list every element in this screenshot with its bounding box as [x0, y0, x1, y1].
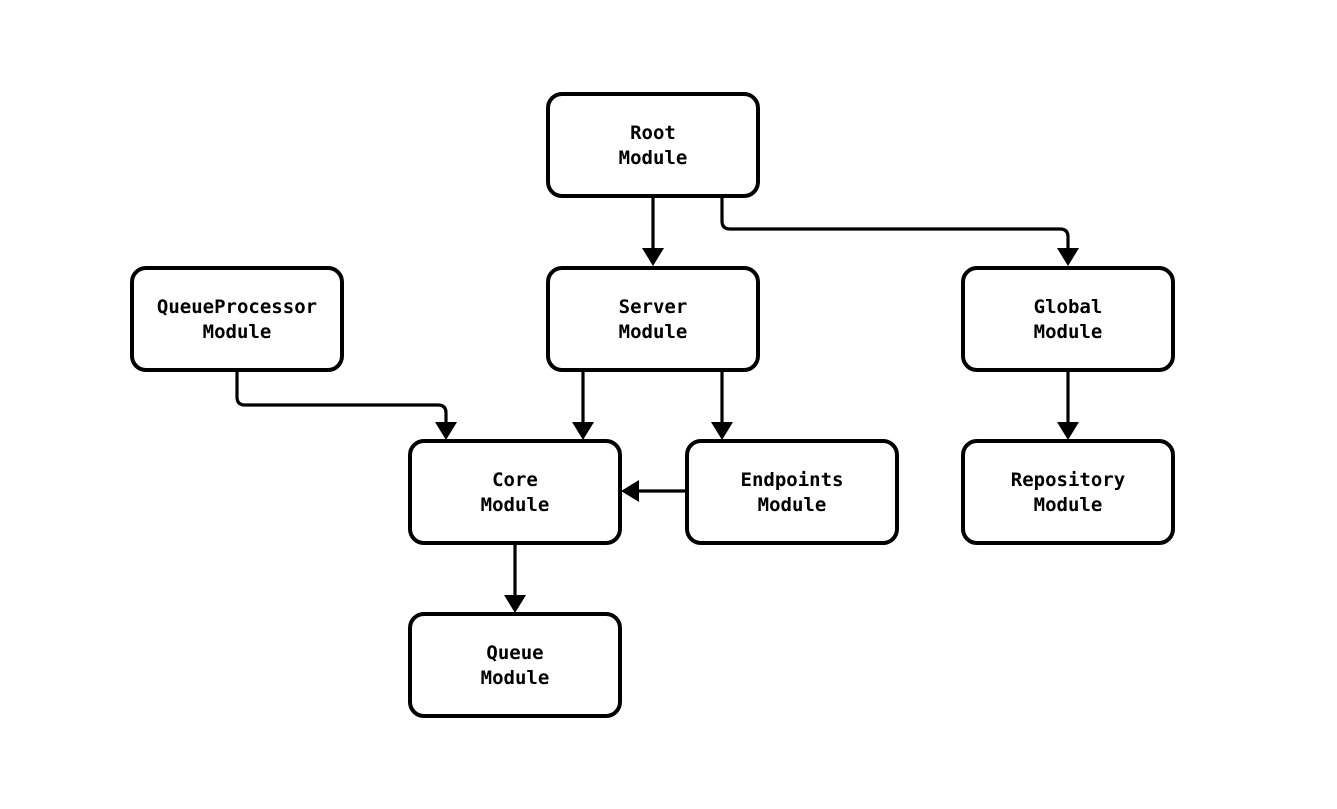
edge-root-to-global [720, 196, 1079, 266]
edge-line [720, 196, 1070, 250]
node-label-line2: Module [481, 666, 550, 688]
node-label-line1: Root [630, 122, 676, 144]
arrow-head-icon [711, 422, 733, 440]
node-label-line2: Module [1034, 493, 1103, 515]
node-box[interactable] [546, 266, 760, 372]
edge-server-to-core [572, 370, 594, 440]
edge-global-to-repository [1057, 370, 1079, 440]
node-box[interactable] [408, 612, 622, 718]
edge-server-to-endpoints [711, 370, 733, 440]
node-label-line2: Module [1034, 320, 1103, 342]
edge-queueprocessor-to-core [235, 370, 457, 440]
node-box[interactable] [408, 439, 622, 545]
edge-endpoints-to-core [621, 480, 687, 502]
node-label-line2: Module [481, 493, 550, 515]
node-label-line1: Endpoints [741, 469, 844, 491]
node-box[interactable] [961, 439, 1175, 545]
node-label-line1: Global [1034, 296, 1103, 318]
edge-core-to-queue [504, 543, 526, 613]
node-label-line2: Module [619, 146, 688, 168]
arrow-head-icon [435, 422, 457, 440]
node-box[interactable] [961, 266, 1175, 372]
node-label-line2: Module [758, 493, 827, 515]
node-label-line2: Module [619, 320, 688, 342]
node-box[interactable] [546, 92, 760, 198]
arrow-head-icon [621, 480, 639, 502]
node-box[interactable] [685, 439, 899, 545]
edge-line [235, 370, 448, 424]
node-label-line1: QueueProcessor [157, 296, 317, 318]
edges-layer [235, 196, 1079, 613]
node-label-line1: Queue [486, 642, 543, 664]
arrow-head-icon [642, 248, 664, 266]
node-label-line1: Core [492, 469, 538, 491]
node-label-line1: Server [619, 296, 688, 318]
node-label-line1: Repository [1011, 469, 1125, 491]
edge-root-to-server [642, 196, 664, 266]
arrow-head-icon [504, 595, 526, 613]
node-label-line2: Module [203, 320, 272, 342]
node-box[interactable] [130, 266, 344, 372]
arrow-head-icon [1057, 422, 1079, 440]
arrow-head-icon [1057, 248, 1079, 266]
arrow-head-icon [572, 422, 594, 440]
